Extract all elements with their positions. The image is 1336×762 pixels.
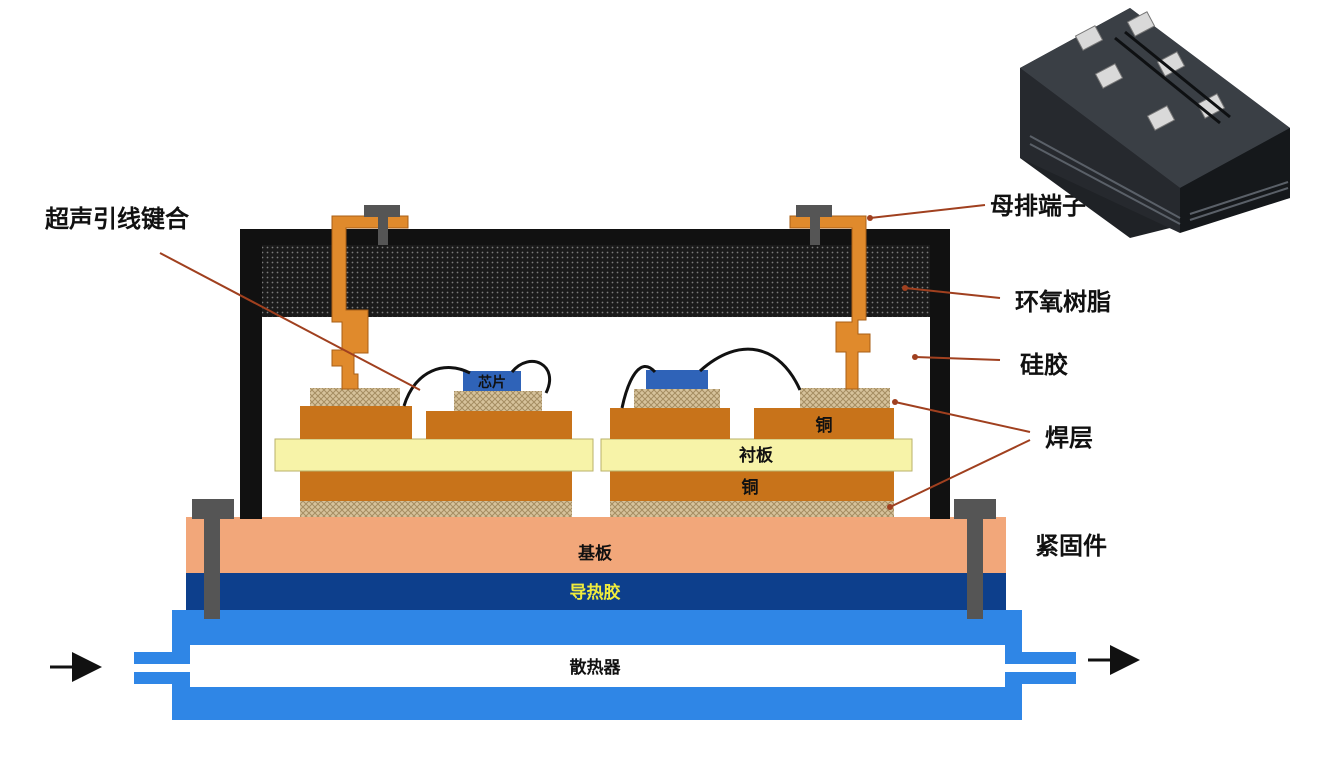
chip-left [463, 371, 521, 391]
epoxy-resin-label: 环氧树脂 [1015, 288, 1111, 316]
baseplate-label: 基板 [577, 543, 613, 564]
bond-wires [402, 347, 802, 409]
baseplate: 基板 [186, 517, 1006, 573]
dbc-stack-right: 铜 衬板 铜 [600, 370, 913, 517]
leader-lines [159, 204, 1031, 508]
heatsink-label: 散热器 [570, 657, 622, 678]
fastener-right [954, 499, 996, 619]
chip-label: 芯片 [478, 374, 506, 391]
fastener-label: 紧固件 [1035, 532, 1107, 560]
copper-right-label: 铜 [816, 415, 833, 436]
dbc-stack-left: 芯片 [274, 371, 594, 517]
solder-layer-label: 焊层 [1045, 424, 1093, 452]
leader-dots [867, 215, 918, 510]
heatsink: 散热器 [134, 610, 1076, 720]
epoxy-resin-fill [262, 245, 930, 317]
ultrasonic-wire-bonding-label: 超声引线键合 [45, 205, 190, 233]
busbar-terminal-label: 母排端子 [990, 192, 1086, 220]
fastener-left [192, 499, 234, 619]
chip-right [646, 370, 708, 389]
busbar-terminal-right [789, 205, 871, 390]
thermal-paste-layer: 导热胶 [186, 572, 1006, 610]
epoxy-housing [240, 229, 950, 519]
thermal-paste-label: 导热胶 [570, 582, 621, 603]
igbt-module-photo [1020, 8, 1290, 238]
copper-bottom-label: 铜 [742, 477, 759, 498]
substrate-label: 衬板 [739, 445, 774, 466]
silicone-gel-label: 硅胶 [1020, 351, 1068, 379]
